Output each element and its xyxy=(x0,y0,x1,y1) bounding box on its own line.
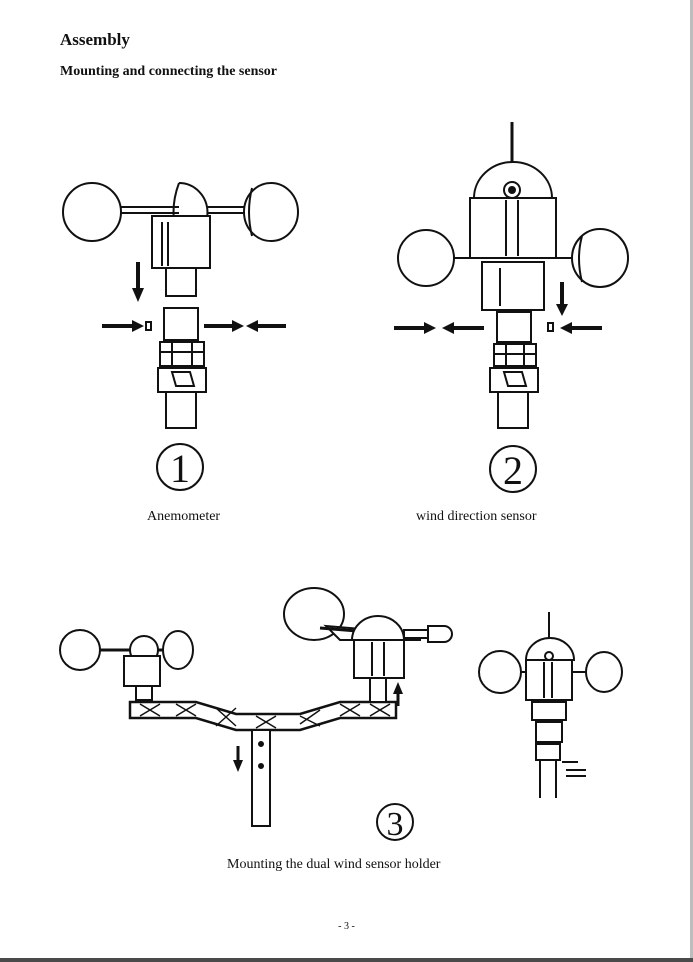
section-subtitle: Mounting and connecting the sensor xyxy=(60,64,278,79)
page-number: - 3 - xyxy=(338,921,355,932)
page-title: Assembly xyxy=(60,30,130,49)
step-3-number: 3 xyxy=(387,806,404,843)
caption-anemometer: Anemometer xyxy=(147,509,221,524)
page-edge-bottom xyxy=(0,958,693,962)
anemometer-illustration xyxy=(62,182,299,429)
caption-dual-holder: Mounting the dual wind sensor holder xyxy=(227,857,441,872)
step-1-number: 1 xyxy=(170,446,190,491)
step-2-badge xyxy=(489,445,537,493)
step-1-badge xyxy=(156,443,204,491)
wind-direction-illustration xyxy=(394,122,629,429)
step-3-badge xyxy=(376,803,414,841)
step-2-number: 2 xyxy=(503,448,523,493)
page-edge-right xyxy=(690,0,693,962)
caption-wind-direction-sensor: wind direction sensor xyxy=(416,509,537,524)
dual-holder-illustration xyxy=(59,587,623,827)
